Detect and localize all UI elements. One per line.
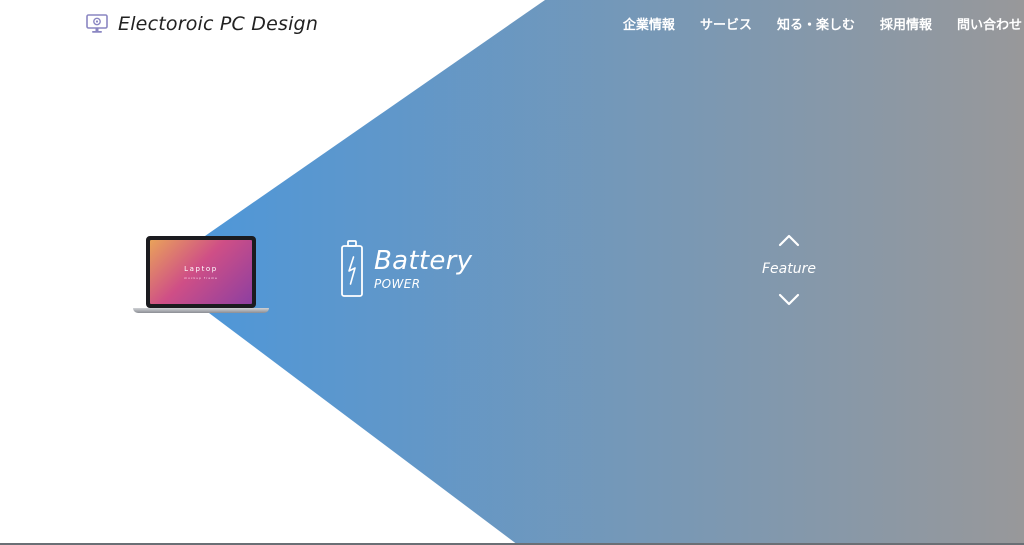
nav-item-careers[interactable]: 採用情報 (879, 18, 932, 33)
chevron-up-icon[interactable] (778, 233, 800, 247)
feature-battery: Battery POWER (340, 240, 472, 298)
laptop-display: Laptop mockup frame (150, 240, 252, 304)
logo-text: Electoroic PC Design (118, 13, 319, 35)
feature-label: Feature (762, 261, 816, 277)
monitor-icon (86, 14, 108, 33)
nav-item-services[interactable]: サービス (699, 18, 752, 33)
nav-item-learn-enjoy[interactable]: 知る・楽しむ (776, 18, 855, 33)
laptop-base (133, 308, 269, 313)
laptop-screen-bezel: Laptop mockup frame (146, 236, 256, 308)
battery-text: Battery POWER (374, 247, 472, 291)
battery-subtitle: POWER (374, 277, 421, 291)
feature-navigator: Feature (758, 233, 820, 307)
battery-icon (341, 240, 363, 297)
chevron-down-icon[interactable] (778, 293, 800, 307)
battery-title: Battery (374, 246, 473, 276)
nav-item-company[interactable]: 企業情報 (622, 18, 675, 33)
laptop-screen-subtitle: mockup frame (184, 275, 218, 280)
global-nav: 企業情報 サービス 知る・楽しむ 採用情報 問い合わせ (598, 14, 1024, 33)
nav-item-contact[interactable]: 問い合わせ (956, 18, 1022, 33)
laptop-screen-title: Laptop (184, 264, 218, 273)
bottom-border (0, 543, 1024, 545)
laptop-image: Laptop mockup frame (133, 236, 269, 316)
site-logo[interactable]: Electoroic PC Design (86, 12, 318, 36)
